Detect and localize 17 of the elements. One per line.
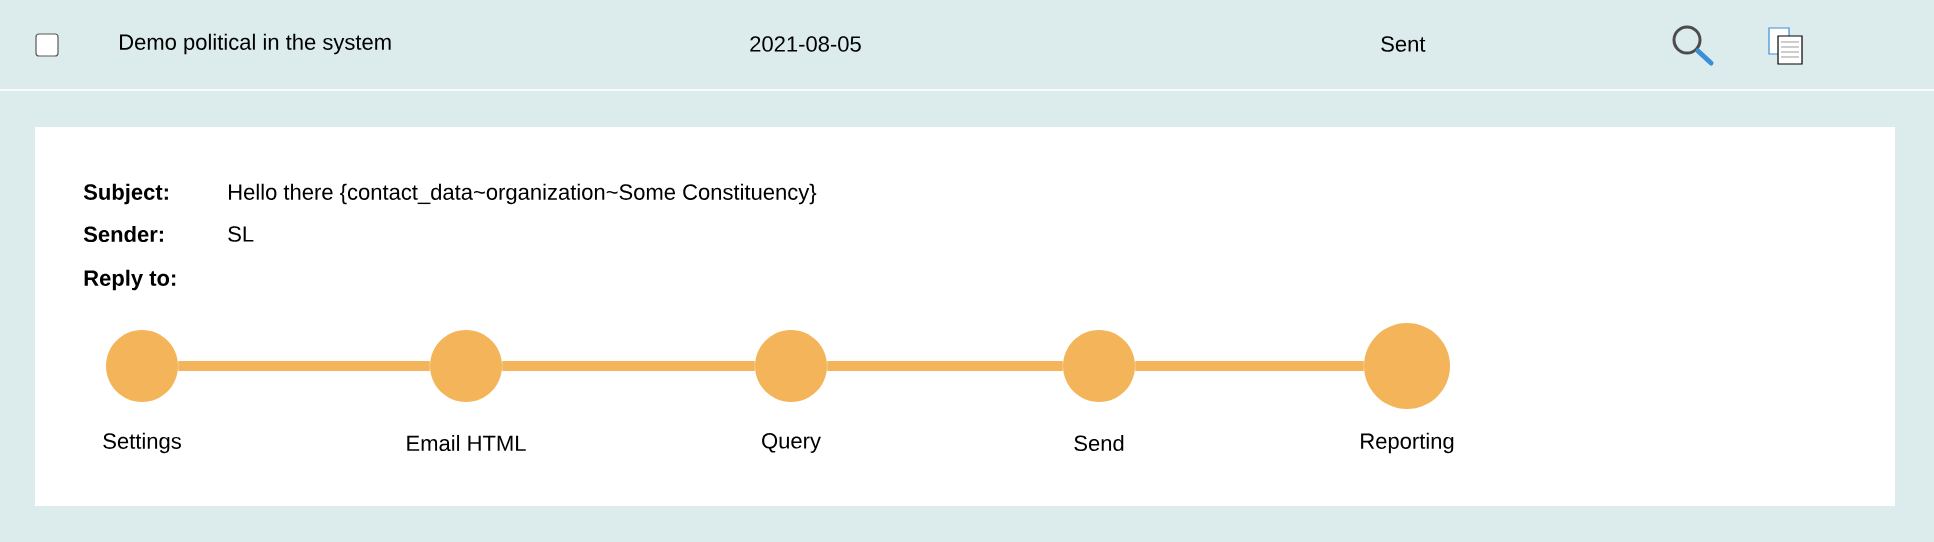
connector-line (827, 361, 1063, 371)
step-label: Query (762, 433, 821, 453)
date-text: 2021-08-05 (750, 36, 861, 52)
step-label: Send (1074, 434, 1124, 452)
field-label: Sender: (83, 225, 163, 243)
connector-line (1135, 361, 1364, 371)
step-label: Email HTML (407, 434, 526, 452)
field-label: Subject: (83, 183, 168, 205)
step-label: Settings (103, 432, 181, 454)
field-value: Hello there {contact_data~organization~Some Constituency} (229, 183, 817, 205)
connector-line (178, 361, 430, 371)
status-text: Sent (1381, 36, 1426, 52)
field-label: Reply to: (84, 269, 176, 291)
connector-line (502, 361, 755, 371)
field-value: SL (228, 226, 254, 242)
row-title: Demo political in the system (120, 33, 391, 55)
step-label: Reporting (1361, 432, 1454, 454)
